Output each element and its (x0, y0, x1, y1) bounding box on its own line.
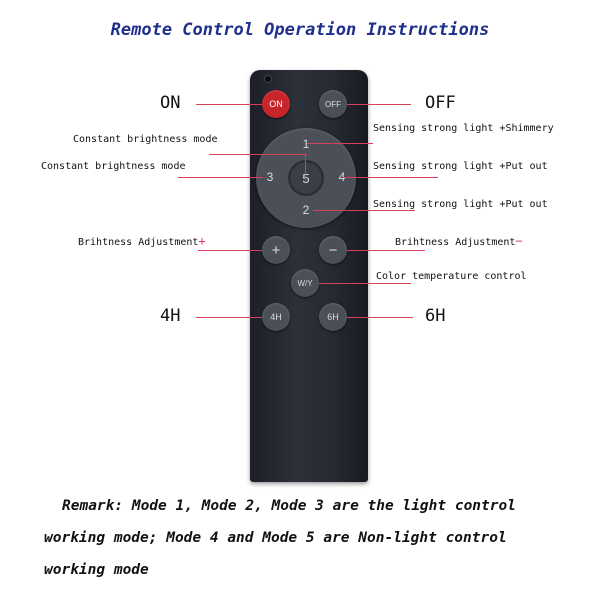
label-mode1-left: Constant brightness mode (73, 134, 218, 145)
remark-line-2: working mode; Mode 4 and Mode 5 are Non-… (44, 530, 507, 546)
label-brightness-down: Brihtness Adjustment− (395, 234, 523, 248)
label-brightness-up-text: Brihtness Adjustment (78, 237, 199, 248)
label-mode2-right: Sensing strong light +Put out (373, 199, 548, 210)
plus-mark: + (198, 234, 206, 248)
mode-5-button[interactable]: 5 (289, 161, 323, 195)
page-title: Remote Control Operation Instructions (110, 20, 490, 40)
remark-line-1-text: Remark: Mode 1, Mode 2, Mode 3 are the l… (62, 498, 516, 514)
label-color-temp: Color temperature control (376, 271, 527, 282)
leader-line-brightness-up (198, 250, 262, 251)
leader-line-mode2-right (313, 210, 415, 211)
leader-line-mode4-right (343, 177, 438, 178)
timer-4h-button[interactable]: 4H (262, 303, 290, 331)
label-mode3-left: Constant brightness mode (41, 161, 186, 172)
leader-line-mode5 (305, 154, 306, 181)
remark-line-3: working mode (44, 562, 149, 578)
off-button[interactable]: OFF (319, 90, 347, 118)
ir-emitter (264, 75, 272, 83)
remark-line-1: Remark: Mode 1, Mode 2, Mode 3 are the l… (44, 490, 574, 522)
leader-line-6h (347, 317, 413, 318)
leader-line-mode1-right (307, 143, 373, 144)
leader-line-off (347, 104, 411, 105)
label-brightness-down-text: Brihtness Adjustment (395, 237, 516, 248)
timer-6h-button[interactable]: 6H (319, 303, 347, 331)
leader-line-on (196, 104, 262, 105)
leader-line-brightness-down (347, 250, 425, 251)
brightness-down-button[interactable]: − (319, 236, 347, 264)
mode-1-button[interactable]: 1 (302, 137, 310, 151)
label-mode1-right: Sensing strong light +Shimmery (373, 123, 554, 134)
leader-line-mode3-left (178, 177, 263, 178)
leader-line-mode1-left (209, 154, 307, 155)
mode-2-button[interactable]: 2 (302, 203, 310, 217)
label-off: OFF (425, 93, 456, 113)
leader-line-4h (196, 317, 262, 318)
minus-mark: − (515, 234, 523, 248)
label-4h: 4H (160, 306, 181, 326)
color-temperature-button[interactable]: W/Y (291, 269, 319, 297)
label-brightness-up: Brihtness Adjustment+ (78, 234, 206, 248)
mode-3-button[interactable]: 3 (266, 170, 274, 184)
on-button[interactable]: ON (262, 90, 290, 118)
leader-line-color-temp (319, 283, 411, 284)
label-on: ON (160, 93, 181, 113)
label-mode4-right: Sensing strong light +Put out (373, 161, 548, 172)
remark-text: Remark: Mode 1, Mode 2, Mode 3 are the l… (44, 490, 574, 586)
label-6h: 6H (425, 306, 446, 326)
brightness-up-button[interactable]: + (262, 236, 290, 264)
mode-4-button[interactable]: 4 (338, 170, 346, 184)
